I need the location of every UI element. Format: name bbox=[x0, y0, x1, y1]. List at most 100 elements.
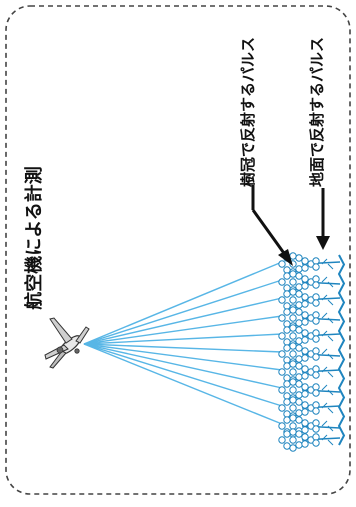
tree-branch bbox=[327, 389, 334, 396]
laser-beam bbox=[83, 343, 283, 371]
leaf-cluster bbox=[301, 311, 309, 319]
tree-branch bbox=[327, 407, 334, 414]
leaf-cluster bbox=[312, 257, 320, 265]
tree bbox=[278, 342, 341, 366]
tree-branch bbox=[327, 263, 334, 270]
leaf-cluster bbox=[312, 329, 320, 337]
tree bbox=[278, 378, 341, 402]
leaf-cluster bbox=[301, 329, 309, 337]
tree bbox=[278, 270, 341, 294]
leaf-cluster bbox=[278, 422, 286, 430]
leaf-cluster bbox=[278, 260, 286, 268]
ground-reflection-label: 地面で反射するパルス bbox=[308, 37, 326, 187]
leaf-cluster bbox=[301, 264, 309, 272]
leaf-cluster bbox=[301, 275, 309, 283]
tree-branch bbox=[321, 366, 328, 373]
leaf-cluster bbox=[312, 353, 320, 361]
laser-beam bbox=[83, 343, 283, 425]
tree-branch bbox=[321, 420, 328, 427]
leaf-cluster bbox=[289, 278, 297, 286]
tree bbox=[278, 396, 341, 420]
leaf-cluster bbox=[283, 284, 291, 292]
leaf-cluster bbox=[295, 290, 303, 298]
leaf-cluster bbox=[283, 398, 291, 406]
leaf-cluster bbox=[312, 299, 320, 307]
leaf-cluster bbox=[295, 391, 303, 399]
leaf-cluster bbox=[301, 257, 309, 265]
ground-arrow bbox=[316, 188, 330, 250]
leaf-cluster bbox=[312, 389, 320, 397]
leaf-cluster bbox=[283, 326, 291, 334]
tree-branch bbox=[327, 299, 334, 306]
leaf-cluster bbox=[289, 314, 297, 322]
leaf-cluster bbox=[312, 383, 320, 391]
leaf-cluster bbox=[283, 416, 291, 424]
leaf-cluster bbox=[289, 368, 297, 376]
leaf-cluster bbox=[278, 332, 286, 340]
dashed-border bbox=[5, 5, 351, 495]
leaf-cluster bbox=[278, 404, 286, 412]
leaf-cluster bbox=[283, 290, 291, 298]
leaf-cluster bbox=[301, 336, 309, 344]
tree bbox=[278, 360, 341, 384]
tree-branch bbox=[321, 348, 328, 355]
leaf-cluster bbox=[295, 308, 303, 316]
leaf-cluster bbox=[289, 350, 297, 358]
leaf-cluster bbox=[312, 365, 320, 373]
canopy-reflection-label: 樹冠で反射するパルス bbox=[239, 37, 257, 187]
leaf-cluster bbox=[312, 401, 320, 409]
leaf-cluster bbox=[278, 278, 286, 286]
leaf-cluster bbox=[301, 383, 309, 391]
leaf-cluster bbox=[283, 338, 291, 346]
leaf-cluster bbox=[301, 300, 309, 308]
leaf-cluster bbox=[283, 266, 291, 274]
leaf-cluster bbox=[312, 293, 320, 301]
forest-canopy bbox=[278, 252, 341, 452]
title-label: 航空機による計測 bbox=[23, 166, 45, 309]
leaf-cluster bbox=[295, 355, 303, 363]
leaf-cluster bbox=[295, 254, 303, 262]
leaf-cluster bbox=[283, 308, 291, 316]
leaf-cluster bbox=[283, 272, 291, 280]
leaf-cluster bbox=[289, 332, 297, 340]
leaf-cluster bbox=[301, 390, 309, 398]
leaf-cluster bbox=[312, 263, 320, 271]
leaf-cluster bbox=[278, 350, 286, 358]
tree-branch bbox=[321, 276, 328, 283]
leaf-cluster bbox=[295, 344, 303, 352]
tree-branch bbox=[321, 258, 328, 265]
leaf-cluster bbox=[312, 311, 320, 319]
leaf-cluster bbox=[283, 356, 291, 364]
leaf-cluster bbox=[278, 436, 286, 444]
tree-branch bbox=[321, 312, 328, 319]
laser-beam bbox=[83, 315, 283, 345]
leaf-cluster bbox=[283, 410, 291, 418]
leaf-cluster bbox=[289, 342, 297, 350]
canopy-arrow bbox=[251, 185, 293, 266]
leaf-cluster bbox=[278, 368, 286, 376]
leaf-cluster bbox=[301, 426, 309, 434]
leaf-cluster bbox=[289, 378, 297, 386]
tree-branch bbox=[327, 425, 334, 432]
leaf-cluster bbox=[295, 362, 303, 370]
laser-beam bbox=[83, 333, 283, 345]
tree-branch bbox=[327, 317, 334, 324]
leaf-cluster bbox=[283, 442, 291, 450]
leaf-cluster bbox=[289, 396, 297, 404]
leaf-cluster bbox=[283, 380, 291, 388]
leaf-cluster bbox=[295, 373, 303, 381]
laser-beam bbox=[83, 343, 283, 407]
leaf-cluster bbox=[283, 430, 291, 438]
tree-branch bbox=[327, 335, 334, 342]
leaf-cluster bbox=[289, 296, 297, 304]
leaf-cluster bbox=[312, 439, 320, 447]
leaf-cluster bbox=[295, 416, 303, 424]
tree-branch bbox=[321, 402, 328, 409]
leaf-cluster bbox=[312, 275, 320, 283]
leaf-cluster bbox=[312, 371, 320, 379]
leaf-cluster bbox=[283, 344, 291, 352]
leaf-cluster bbox=[301, 365, 309, 373]
leaf-cluster bbox=[295, 319, 303, 327]
leaf-cluster bbox=[312, 347, 320, 355]
leaf-cluster bbox=[295, 265, 303, 273]
